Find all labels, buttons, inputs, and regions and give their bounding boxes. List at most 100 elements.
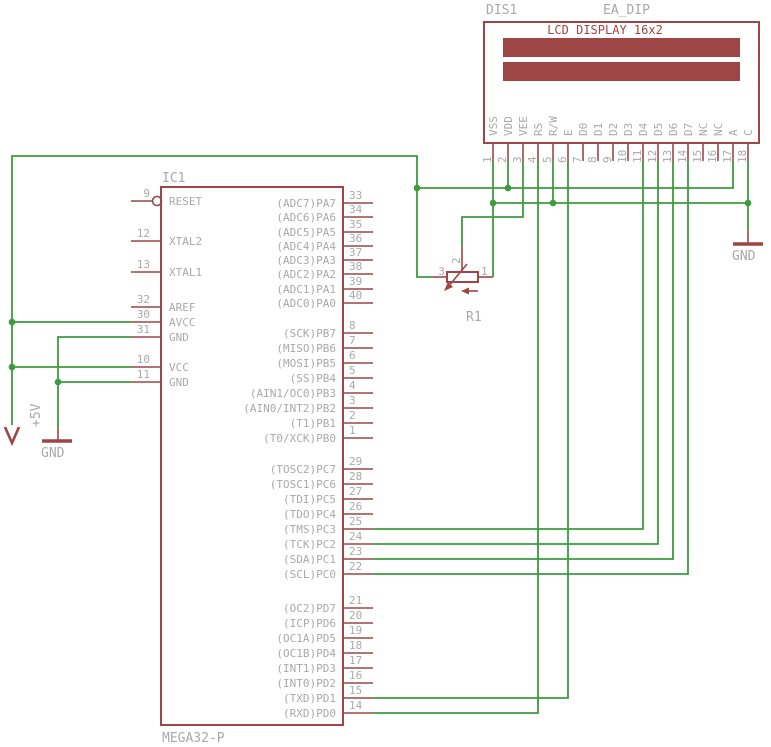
lcd-value-label: EA_DIP [603, 3, 650, 18]
ic1-pin-name: RESET [169, 195, 202, 208]
net-wire-6[interactable] [57, 336, 131, 428]
junction-dot[interactable] [489, 199, 497, 207]
net-wire-14[interactable] [373, 161, 569, 699]
ic1-pin-number: 26 [349, 500, 362, 513]
lcd-pin-name: D3 [622, 123, 635, 136]
net-wire-3[interactable] [416, 188, 432, 278]
lcd-ref-label: DIS1 [486, 3, 517, 18]
r1-ref-label: R1 [466, 310, 482, 325]
ic1-pin-number: 38 [349, 260, 362, 273]
ic1-pin-name: (ADC1)PA1 [276, 283, 336, 296]
r1-pin-number: 2 [450, 257, 463, 264]
ic1-pin-number: 9 [143, 187, 150, 200]
lcd-pin-number: 14 [676, 149, 689, 163]
net-wire-13[interactable] [373, 161, 539, 714]
lcd-pin-name: VSS [487, 116, 500, 136]
ic1-pin-number: 3 [349, 394, 356, 407]
lcd-symbol-body[interactable] [483, 21, 760, 144]
lcd-pin-name: D0 [577, 123, 590, 136]
ic1-pin-name: (OC1A)PD5 [276, 632, 336, 645]
lcd-pin-number: 15 [691, 150, 704, 163]
lcd-pin-name: C [742, 129, 755, 136]
ic1-pin-number: 37 [349, 246, 362, 259]
ic1-pin-name: AVCC [169, 316, 196, 329]
net-wire-17[interactable] [373, 161, 674, 560]
ic1-pin-number: 14 [349, 699, 363, 712]
ic1-pin-number: 35 [349, 218, 362, 231]
lcd-pin-name: D5 [652, 123, 665, 136]
plus5v-label: +5V [29, 403, 44, 427]
gnd-left-label: GND [41, 446, 65, 461]
ic1-pin-number: 24 [349, 530, 363, 543]
lcd-pin-name: D2 [607, 123, 620, 136]
ic1-pin-name: (ADC6)PA6 [276, 211, 336, 224]
ic1-symbol-body[interactable] [160, 186, 344, 726]
r1-wiper-arrowhead [444, 282, 453, 291]
junction-dot[interactable] [504, 184, 512, 192]
ic1-pin-number: 19 [349, 624, 362, 637]
ic1-pin-number: 23 [349, 545, 362, 558]
ic1-pin-name: XTAL2 [169, 235, 202, 248]
lcd-pin-number: 4 [526, 156, 539, 163]
lcd-pin-name: NC [697, 123, 710, 136]
junction-dot[interactable] [549, 199, 557, 207]
lcd-pin-number: 1 [481, 156, 494, 163]
potentiometer-r1-body[interactable] [446, 271, 479, 283]
ic1-pin-name: (TOSC1)PC6 [270, 478, 336, 491]
lcd-pin-number: 7 [571, 156, 584, 163]
ic1-pin-number: 18 [349, 639, 362, 652]
ic1-pin-name: VCC [169, 361, 189, 374]
junction-dot[interactable] [54, 378, 62, 386]
gnd-right-label: GND [732, 249, 756, 264]
ic1-pin-name: (SDA)PC1 [283, 553, 336, 566]
lcd-display-row-1 [503, 38, 740, 57]
ic1-pin-name: (TOSC2)PC7 [270, 463, 336, 476]
lcd-pin-number: 17 [721, 150, 734, 163]
junction-dot[interactable] [8, 363, 16, 371]
ic1-pin-number: 6 [349, 349, 356, 362]
ic1-pin-name: (RXD)PD0 [283, 707, 336, 720]
lcd-pin-name: D6 [667, 123, 680, 136]
ic1-pin-number: 7 [349, 334, 356, 347]
ic1-pin-number: 2 [349, 409, 356, 422]
junction-dot[interactable] [413, 184, 421, 192]
lcd-pin-name: VEE [517, 116, 530, 136]
ic1-pin-number: 30 [137, 308, 150, 321]
ic1-pin-name: (ADC0)PA0 [276, 297, 336, 310]
net-wire-1[interactable] [417, 161, 734, 189]
ic1-pin-name: (SCK)PB7 [283, 327, 336, 340]
lcd-pin-number: 12 [646, 150, 659, 163]
ic1-pin-name: (T1)PB1 [290, 417, 336, 430]
ic1-pin-number: 39 [349, 275, 362, 288]
ic1-pin-number: 13 [137, 258, 150, 271]
ic1-pin-name: (ADC2)PA2 [276, 268, 336, 281]
ic1-pin-number: 25 [349, 515, 362, 528]
net-wire-15[interactable] [373, 161, 644, 530]
ic1-pin-name: GND [169, 376, 189, 389]
ic1-pin-name: GND [169, 331, 189, 344]
ic1-pin-number: 5 [349, 364, 356, 377]
ic1-pin-name: XTAL1 [169, 266, 202, 279]
junction-dot[interactable] [8, 318, 16, 326]
ic1-pin-number: 20 [349, 609, 362, 622]
ic1-pin-number: 15 [349, 684, 362, 697]
net-wire-0[interactable] [11, 155, 418, 425]
plus5v-symbol[interactable] [3, 426, 21, 447]
ic1-pin-name: (INT1)PD3 [276, 662, 336, 675]
ic1-pin-number: 16 [349, 669, 362, 682]
ic1-pin-name: AREF [169, 301, 196, 314]
reset-inversion-bubble [151, 195, 163, 207]
ic1-pin-number: 29 [349, 455, 362, 468]
ic1-pin-name: (ADC7)PA7 [276, 197, 336, 210]
ic1-pin-name: (SCL)PC0 [283, 568, 336, 581]
ic1-pin-name: (TDO)PC4 [283, 508, 336, 521]
net-wire-12[interactable] [461, 161, 524, 247]
lcd-pin-name: A [727, 129, 740, 136]
ic1-pin-name: (TCK)PC2 [283, 538, 336, 551]
lcd-pin-number: 16 [706, 150, 719, 163]
net-wire-16[interactable] [373, 161, 659, 545]
net-wire-18[interactable] [373, 161, 689, 575]
junction-dot[interactable] [744, 199, 752, 207]
ic1-pin-name: (ADC4)PA4 [276, 240, 336, 253]
